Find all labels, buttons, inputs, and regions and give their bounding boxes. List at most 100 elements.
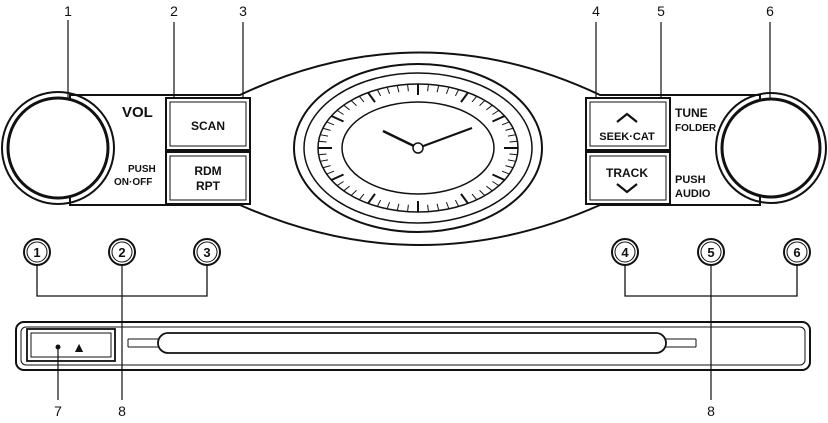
lower-leader-lines xyxy=(57,266,712,400)
clock-tick xyxy=(376,199,382,207)
folder-label: FOLDER xyxy=(675,123,717,134)
clock-tick xyxy=(367,193,376,205)
clock-tick xyxy=(486,104,493,111)
clock-tick xyxy=(396,203,400,211)
clock-tick xyxy=(407,204,409,212)
callout-4: 4 xyxy=(592,3,600,19)
leader-lines xyxy=(67,20,771,165)
cd-slot xyxy=(157,332,667,354)
callout-8-left: 8 xyxy=(118,403,126,419)
clock-tick xyxy=(501,121,510,126)
scan-button[interactable] xyxy=(165,97,251,151)
track-label: TRACK xyxy=(606,166,648,180)
clock-tick xyxy=(318,153,327,156)
clock-tick xyxy=(386,86,391,94)
clock-tick xyxy=(386,202,391,210)
seek-cat-button[interactable] xyxy=(585,97,671,151)
clock-tick xyxy=(454,199,460,207)
callout-7: 7 xyxy=(54,403,62,419)
clock-tick xyxy=(322,165,331,169)
clock-tick xyxy=(505,127,514,131)
clock-center xyxy=(412,142,424,154)
eject-icon: ▲ xyxy=(72,339,86,355)
clock xyxy=(293,63,543,233)
audio-label: AUDIO xyxy=(675,188,711,200)
clock-tick xyxy=(436,85,440,93)
cd-slot-panel xyxy=(15,321,811,371)
clock-minute-hand xyxy=(417,127,473,149)
clock-tick xyxy=(471,95,478,103)
preset-label-6: 6 xyxy=(793,245,800,260)
clock-tick xyxy=(471,193,478,201)
preset-button-2[interactable] xyxy=(108,238,136,266)
rpt-label: RPT xyxy=(196,179,221,193)
preset-label-5: 5 xyxy=(707,245,714,260)
preset-label-1: 1 xyxy=(33,245,40,260)
clock-tick xyxy=(501,170,510,175)
callout-6: 6 xyxy=(766,3,774,19)
on-off-label: ON·OFF xyxy=(114,177,152,188)
clock-tick xyxy=(376,89,382,97)
seek-cat-label: SEEK·CAT xyxy=(599,131,655,143)
clock-tick xyxy=(486,185,493,192)
clock-tick xyxy=(492,109,500,115)
clock-hour-hand xyxy=(382,129,419,150)
clock-tick xyxy=(407,84,409,92)
clock-tick xyxy=(445,86,450,94)
clock-tick xyxy=(358,95,365,103)
clock-tick xyxy=(343,104,350,111)
rdm-rpt-button[interactable] xyxy=(165,151,251,205)
track-button[interactable] xyxy=(585,151,671,205)
panel-outline xyxy=(69,51,761,246)
clock-tick xyxy=(358,193,365,201)
clock-tick xyxy=(330,115,344,123)
eject-button[interactable] xyxy=(26,328,116,362)
scan-label: SCAN xyxy=(191,119,225,133)
vol-label: VOL xyxy=(122,104,153,121)
clock-tick xyxy=(509,153,518,156)
clock-tick xyxy=(460,91,469,103)
callout-3: 3 xyxy=(239,3,247,19)
clock-tick xyxy=(320,159,329,162)
preset-label-4: 4 xyxy=(621,245,629,260)
clock-tick xyxy=(427,204,429,212)
clock-tick xyxy=(318,140,327,143)
rdm-label: RDM xyxy=(194,164,221,178)
clock-tick xyxy=(492,181,500,187)
clock-tick xyxy=(396,85,400,93)
volume-knob[interactable] xyxy=(1,91,115,205)
clock-tick xyxy=(326,170,335,175)
clock-tick xyxy=(367,91,376,103)
clock-tick xyxy=(505,165,514,169)
clock-tick xyxy=(507,159,516,162)
clock-tick xyxy=(436,203,440,211)
clock-tick xyxy=(479,190,486,196)
clock-tick xyxy=(454,89,460,97)
preset-button-4[interactable] xyxy=(611,238,639,266)
tune-label: TUNE xyxy=(675,106,708,120)
clock-tick xyxy=(320,134,329,137)
callout-8-right: 8 xyxy=(707,403,715,419)
clock-tick xyxy=(322,127,331,131)
clock-tick xyxy=(460,193,469,205)
clock-tick xyxy=(350,100,357,106)
clock-tick xyxy=(445,202,450,210)
clock-tick xyxy=(350,190,357,196)
clock-tick xyxy=(479,100,486,106)
clock-tick xyxy=(343,185,350,192)
callout-1: 1 xyxy=(64,3,72,19)
callout-5: 5 xyxy=(657,3,665,19)
clock-tick xyxy=(336,181,344,187)
push-label-right: PUSH xyxy=(675,174,706,186)
preset-button-5[interactable] xyxy=(697,238,725,266)
clock-tick xyxy=(336,109,344,115)
preset-label-3: 3 xyxy=(203,245,210,260)
push-label-left: PUSH xyxy=(128,164,156,175)
clock-tick xyxy=(492,173,506,181)
clock-tick xyxy=(509,140,518,143)
tune-knob[interactable] xyxy=(715,92,827,204)
preset-label-2: 2 xyxy=(118,245,125,260)
chevron-up-icon xyxy=(616,112,638,123)
eject-leader-dot xyxy=(55,344,61,350)
